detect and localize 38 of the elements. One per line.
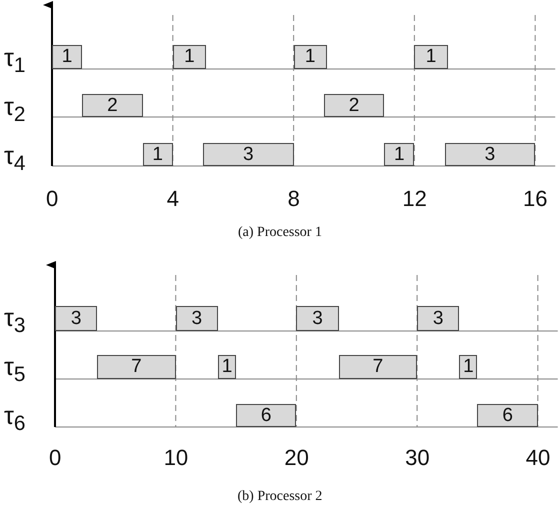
job-block: 3 bbox=[203, 143, 294, 166]
caption: (a) Processor 1 bbox=[238, 225, 322, 241]
task-label: τ$_{4}$ bbox=[4, 142, 26, 176]
job-block: 1 bbox=[294, 45, 327, 69]
tick-label: 4 bbox=[166, 186, 180, 212]
tick-label: 0 bbox=[49, 445, 62, 471]
job-block: 3 bbox=[417, 306, 460, 331]
job-block: 3 bbox=[296, 306, 339, 331]
tick-label: 20 bbox=[284, 445, 309, 471]
tick-label: 40 bbox=[526, 445, 550, 471]
job-block: 1 bbox=[52, 45, 82, 69]
job-block: 3 bbox=[55, 306, 98, 331]
job-block: 1 bbox=[218, 355, 236, 379]
job-block: 1 bbox=[384, 143, 414, 166]
tick-label: 10 bbox=[164, 445, 188, 471]
tick-label: 16 bbox=[523, 186, 548, 212]
job-block: 2 bbox=[324, 94, 384, 117]
task-label: τ$_{5}$ bbox=[4, 353, 26, 387]
job-block: 6 bbox=[236, 404, 296, 427]
job-block: 7 bbox=[97, 355, 176, 379]
tick-label: 12 bbox=[402, 186, 427, 212]
task-label: τ$_{2}$ bbox=[4, 93, 26, 127]
tick-label: 8 bbox=[288, 186, 300, 212]
caption: (b) Processor 2 bbox=[238, 489, 322, 505]
tick-label: 30 bbox=[405, 445, 430, 471]
job-block: 3 bbox=[444, 143, 536, 166]
job-block: 7 bbox=[338, 355, 418, 379]
job-block: 1 bbox=[172, 45, 206, 69]
job-block: 3 bbox=[176, 306, 218, 331]
job-block: 2 bbox=[82, 94, 143, 117]
tick-label: 0 bbox=[46, 186, 58, 212]
task-label: τ$_{6}$ bbox=[4, 402, 26, 436]
task-label: τ$_{1}$ bbox=[4, 44, 26, 78]
job-block: 1 bbox=[142, 143, 173, 166]
task-label: τ$_{3}$ bbox=[4, 304, 26, 338]
job-block: 1 bbox=[459, 355, 478, 379]
job-block: 1 bbox=[414, 45, 448, 69]
job-block: 6 bbox=[477, 404, 538, 427]
